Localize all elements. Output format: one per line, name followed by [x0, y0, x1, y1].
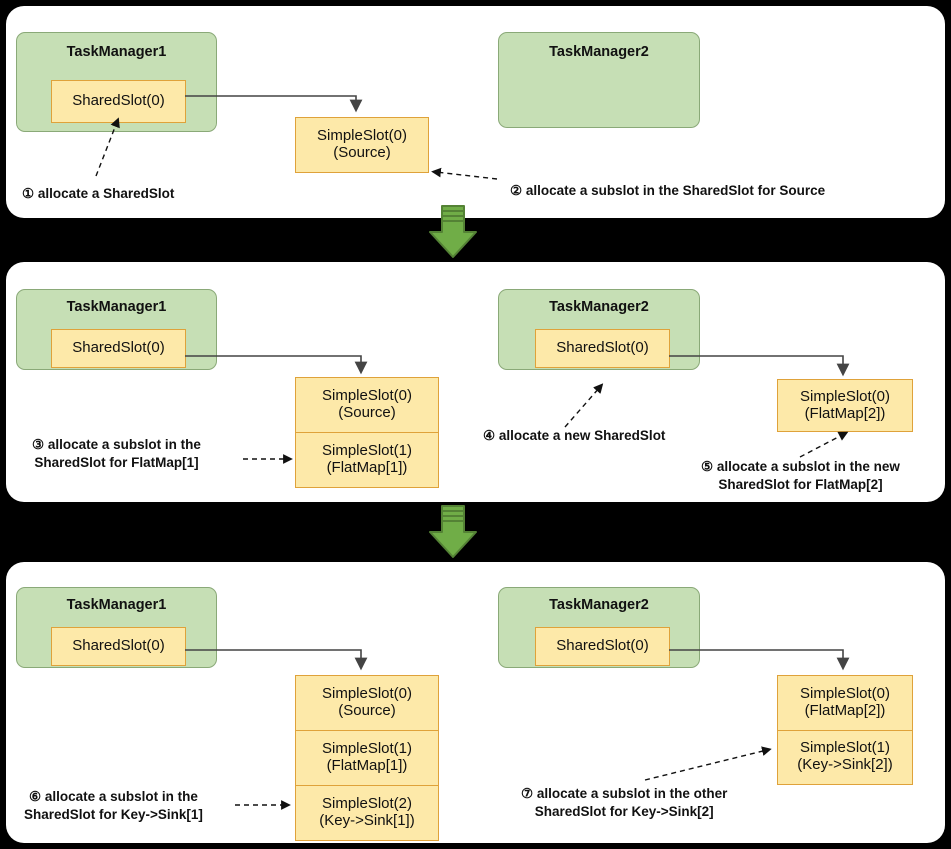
simpleslot-line1: SimpleSlot(0) [799, 684, 891, 702]
caption-text-line2: SharedSlot for FlatMap[2] [718, 476, 883, 492]
caption-text-line2: SharedSlot for FlatMap[1] [34, 454, 199, 470]
caption-marker: ④ [483, 428, 496, 443]
slot-stack-taskmanager2: SimpleSlot(0) (FlatMap[2]) SimpleSlot(1)… [777, 675, 913, 785]
simpleslot-cell: SimpleSlot(0) (FlatMap[2]) [778, 676, 912, 730]
caption-marker: ⑥ [29, 789, 42, 804]
down-arrow-icon [429, 505, 477, 558]
taskmanager2-box: TaskManager2 SharedSlot(0) [498, 289, 700, 370]
sharedslot-label: SharedSlot(0) [72, 637, 165, 655]
sharedslot-taskmanager1: SharedSlot(0) [51, 329, 186, 368]
taskmanager2-title: TaskManager2 [549, 299, 649, 315]
simpleslot-cell: SimpleSlot(2) (Key->Sink[1]) [296, 785, 438, 840]
simpleslot-cell: SimpleSlot(0) (Source) [296, 676, 438, 730]
simpleslot-line2: (Source) [338, 702, 396, 719]
simpleslot-cell: SimpleSlot(1) (FlatMap[1]) [296, 432, 438, 487]
caption-marker: ② [510, 183, 523, 198]
caption-text: allocate a subslot in the [47, 437, 201, 452]
panel-step-6-7: TaskManager1 SharedSlot(0) TaskManager2 … [6, 562, 945, 843]
step-separator-arrow-1 [429, 205, 477, 258]
simpleslot-line2: (Key->Sink[2]) [797, 756, 893, 774]
down-arrow-icon [429, 205, 477, 258]
taskmanager1-title: TaskManager1 [66, 299, 167, 315]
caption-text: allocate a subslot in the new [716, 459, 900, 474]
taskmanager1-box: TaskManager1 SharedSlot(0) [16, 289, 217, 370]
panel-step-1-2: TaskManager1 SharedSlot(0) TaskManager2 … [6, 6, 945, 218]
sharedslot-label: SharedSlot(0) [72, 339, 165, 357]
taskmanager1-box: TaskManager1 SharedSlot(0) [16, 32, 217, 132]
simpleslot-line1: SimpleSlot(0) [799, 387, 891, 405]
step-separator-arrow-2 [429, 505, 477, 558]
taskmanager2-box: TaskManager2 SharedSlot(0) [498, 587, 700, 668]
sharedslot-taskmanager1: SharedSlot(0) [51, 80, 186, 123]
simpleslot-line1: SimpleSlot(0) [316, 127, 408, 145]
slot-stack-taskmanager2: SimpleSlot(0) (FlatMap[2]) [777, 379, 913, 432]
caption-step-1: ① allocate a SharedSlot [22, 185, 174, 203]
caption-text-line2: SharedSlot for Key->Sink[2] [534, 803, 714, 819]
taskmanager1-title: TaskManager1 [66, 597, 167, 613]
simpleslot-line2: (Source) [338, 404, 396, 421]
caption-text: allocate a SharedSlot [37, 186, 175, 201]
caption-text-line2: SharedSlot for Key->Sink[1] [24, 806, 203, 822]
caption-text: allocate a subslot in the other [536, 786, 728, 801]
caption-step-3: ③ allocate a subslot in the SharedSlot f… [32, 436, 201, 472]
simpleslot-line1: SimpleSlot(2) [321, 795, 413, 813]
slot-stack-taskmanager1: SimpleSlot(0) (Source) SimpleSlot(1) (Fl… [295, 675, 439, 841]
caption-text: allocate a subslot in the [44, 789, 198, 804]
simpleslot-line2: (FlatMap[2]) [804, 701, 886, 719]
simpleslot-line2: (Key->Sink[1]) [319, 812, 415, 829]
sharedslot-label: SharedSlot(0) [72, 92, 165, 110]
simpleslot-cell: SimpleSlot(0) (Source) [296, 118, 428, 172]
simpleslot-line1: SimpleSlot(0) [321, 685, 413, 703]
sharedslot-taskmanager2: SharedSlot(0) [535, 627, 670, 666]
simpleslot-line2: (FlatMap[1]) [326, 757, 408, 774]
simpleslot-line2: (FlatMap[2]) [804, 404, 886, 422]
sharedslot-taskmanager1: SharedSlot(0) [51, 627, 186, 666]
panel-step-3-4-5: TaskManager1 SharedSlot(0) TaskManager2 … [6, 262, 945, 502]
caption-step-6: ⑥ allocate a subslot in the SharedSlot f… [24, 788, 203, 824]
caption-marker: ① [22, 186, 35, 201]
simpleslot-line1: SimpleSlot(1) [321, 442, 413, 460]
taskmanager2-box: TaskManager2 [498, 32, 700, 128]
simpleslot-cell: SimpleSlot(0) (Source) [296, 378, 438, 432]
simpleslot-cell: SimpleSlot(1) (Key->Sink[2]) [778, 729, 912, 785]
caption-step-7: ⑦ allocate a subslot in the other Shared… [521, 785, 727, 821]
caption-step-5: ⑤ allocate a subslot in the new SharedSl… [701, 458, 900, 494]
caption-marker: ⑤ [701, 459, 714, 474]
simpleslot-cell: SimpleSlot(0) (FlatMap[2]) [778, 380, 912, 431]
sharedslot-taskmanager2: SharedSlot(0) [535, 329, 670, 368]
taskmanager1-box: TaskManager1 SharedSlot(0) [16, 587, 217, 668]
simpleslot-line1: SimpleSlot(1) [321, 740, 413, 758]
taskmanager2-title: TaskManager2 [549, 44, 649, 60]
simpleslot-line1: SimpleSlot(0) [321, 387, 413, 405]
taskmanager2-title: TaskManager2 [549, 597, 649, 613]
sharedslot-label: SharedSlot(0) [556, 339, 649, 357]
taskmanager1-title: TaskManager1 [66, 44, 167, 60]
caption-marker: ③ [32, 437, 45, 452]
caption-step-2: ② allocate a subslot in the SharedSlot f… [510, 182, 825, 200]
simpleslot-line2: (Source) [333, 144, 391, 161]
slot-stack-taskmanager1: SimpleSlot(0) (Source) SimpleSlot(1) (Fl… [295, 377, 439, 488]
caption-step-4: ④ allocate a new SharedSlot [483, 427, 665, 445]
simpleslot-line1: SimpleSlot(1) [799, 739, 891, 757]
caption-text: allocate a new SharedSlot [498, 428, 666, 443]
slot-stack-taskmanager1: SimpleSlot(0) (Source) [295, 117, 429, 173]
caption-text: allocate a subslot in the SharedSlot for… [525, 183, 826, 198]
simpleslot-line2: (FlatMap[1]) [326, 459, 408, 476]
sharedslot-label: SharedSlot(0) [556, 637, 649, 655]
caption-marker: ⑦ [521, 786, 534, 801]
simpleslot-cell: SimpleSlot(1) (FlatMap[1]) [296, 730, 438, 785]
